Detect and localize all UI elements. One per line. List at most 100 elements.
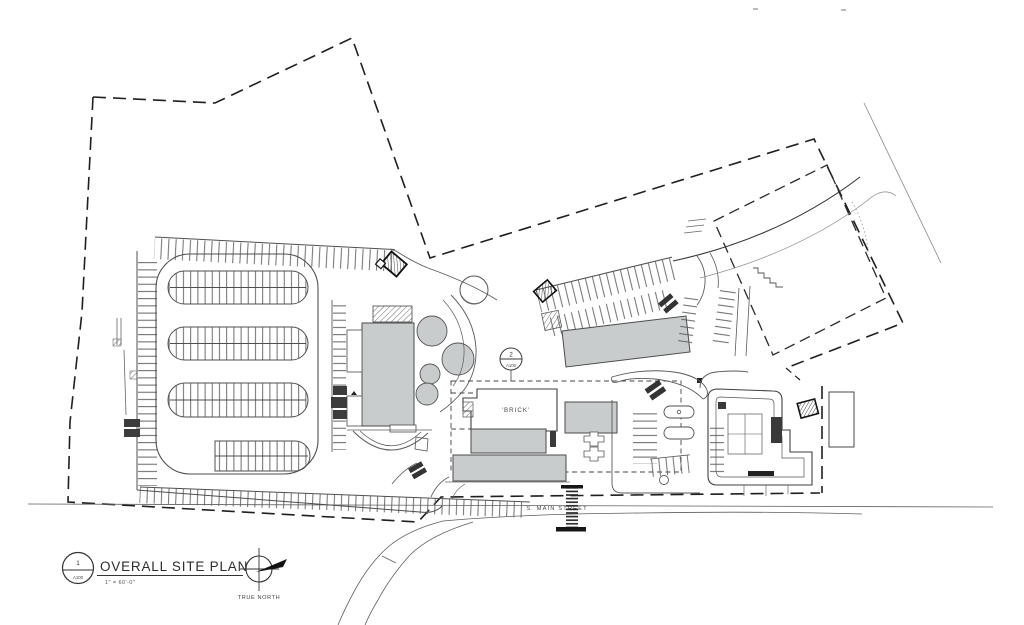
future-parcel-boundary: [713, 164, 887, 356]
building-center-1: [470, 428, 547, 454]
east-cluster: [699, 370, 855, 496]
sign-glyph-2: [129, 370, 138, 380]
tank-arc: [461, 295, 479, 304]
drawing-number-bubble: 1 A100: [61, 551, 95, 585]
hatched-canopy: [372, 305, 413, 323]
median-island: [611, 370, 708, 400]
stall-row-west: [138, 258, 157, 486]
stall-row-dt-south: [649, 454, 690, 477]
north-arrow: [240, 548, 287, 591]
center-building-group: [346, 248, 498, 452]
pump-island-1: [663, 405, 695, 419]
pump-dot: [676, 409, 682, 415]
lot-south-edge: [136, 489, 443, 513]
plus-pads: [583, 431, 605, 462]
brick-label: 'BRICK': [502, 407, 530, 414]
brick-cluster: 2 A100 'BRICK': [391, 347, 682, 500]
speck-1: [753, 8, 758, 10]
tank-outline: [459, 275, 489, 305]
crosswalk-markers-drive-w: [408, 461, 428, 480]
detail-callout-bubble: 2 A100: [499, 347, 523, 371]
contour-ticks: [683, 218, 707, 234]
building-center-3: [564, 401, 618, 434]
street-bend-outer: [364, 521, 474, 625]
ne-stall-row-2: [546, 289, 672, 337]
plaza-semicircle: [347, 429, 432, 451]
callout-sheet: A100: [506, 363, 517, 368]
ne-drive-curves: [696, 252, 751, 357]
building-bay-2: [346, 395, 363, 427]
drawing-scale: 1" = 60'-0": [105, 580, 135, 586]
landscape-blob: [414, 436, 429, 452]
boundary-west-south: [67, 96, 821, 523]
crosswalk-markers-ne: [658, 293, 679, 314]
street-bend-inner: [337, 520, 444, 625]
north-arrow-pointer: [256, 559, 287, 572]
stall-row-east: [333, 302, 346, 450]
sign-glyph-1: [112, 338, 122, 347]
street-label: S. MAIN STREET: [526, 506, 587, 512]
boundary-spur: [785, 367, 801, 381]
parking-island-row-4: [214, 440, 311, 472]
dumpster-enclosure-nw: [374, 250, 409, 278]
topright-roads: [672, 8, 942, 279]
stepped-walk: [753, 267, 783, 288]
dark-bar-3: [748, 471, 774, 476]
northeast-lot: [532, 252, 783, 383]
parking-island-row-3: [167, 382, 309, 418]
crosswalk-markers-drive-e: [644, 379, 667, 401]
dotted-path: [851, 201, 869, 253]
manhole-circle: [659, 475, 669, 485]
pump-island-2: [663, 426, 695, 440]
stair-hatch: [462, 401, 474, 418]
speck-2: [841, 9, 846, 11]
crosswalk-cap-top: [561, 485, 583, 489]
street-bend-tick: [381, 555, 397, 564]
stall-row-north: [153, 236, 395, 272]
parking-island-row-1: [167, 270, 309, 305]
drawing-sheet: A100: [73, 575, 84, 580]
dumpster-enclosure-e: [796, 397, 820, 420]
building-stub: [389, 424, 417, 433]
subarea-edge: [611, 400, 700, 494]
dumpster-enclosure-ne: [532, 278, 558, 304]
crosswalk-cap-bottom: [556, 527, 586, 532]
dark-bar-1: [550, 431, 556, 447]
drive-thru-area: [611, 370, 708, 494]
drawing-number: 1: [76, 560, 80, 567]
dark-bar-4: [718, 402, 726, 409]
drawing-title: OVERALL SITE PLAN: [100, 559, 248, 574]
west-sidewalk: [116, 318, 127, 416]
stall-row-east-cluster: [710, 426, 724, 478]
lot-ring-road: [155, 253, 319, 475]
stall-row-dt: [633, 408, 657, 464]
street-south-edge: [442, 511, 863, 522]
crosswalk-ladder: [556, 485, 586, 532]
building-east-outer: [707, 388, 813, 486]
building-east-annex: [828, 391, 855, 448]
offsite-road-edge: [863, 102, 942, 264]
parking-island-row-2: [167, 326, 309, 361]
ne-stall-col-1: [677, 297, 699, 347]
crosswalk-stripes: [566, 488, 578, 529]
building-northeast: [561, 315, 691, 368]
east-drive-curve: [699, 370, 749, 389]
ne-stall-col-2: [711, 285, 737, 349]
building-center-west: [361, 322, 415, 427]
crosswalk-markers-lot-west: [124, 419, 140, 437]
main-parking-lot: [112, 236, 530, 518]
stall-row-south: [139, 486, 530, 518]
storage-tanks: [415, 315, 475, 406]
east-walk-ticks: [743, 485, 789, 496]
callout-number: 2: [509, 352, 513, 359]
building-center-2: [452, 454, 567, 482]
loop-road: [389, 248, 498, 413]
driveway-curves: [391, 462, 466, 500]
north-label: TRUE NORTH: [238, 595, 281, 601]
boundary-north: [92, 36, 905, 369]
title-block: 1 A100 OVERALL SITE PLAN 1" = 60'-0" TRU…: [61, 548, 287, 601]
hatched-pad-ne: [541, 309, 563, 331]
ne-stall-row-1: [535, 256, 678, 337]
